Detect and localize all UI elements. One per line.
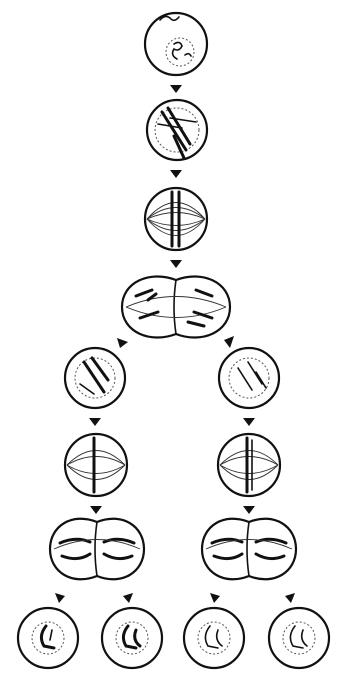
arrow-down-icon [170, 260, 182, 268]
metaphase-ii-cell-left [65, 434, 127, 496]
arrow-down-right-icon [123, 593, 133, 603]
prophase-ii-cell-right [219, 348, 279, 408]
interphase-cell [145, 13, 207, 75]
gamete-cell-3 [184, 608, 244, 668]
arrow-down-right-icon [285, 593, 295, 603]
arrow-down-icon [170, 85, 182, 93]
gamete-cell-2 [102, 608, 162, 668]
gamete-cell-4 [269, 608, 329, 668]
arrow-down-icon [90, 506, 102, 514]
arrow-down-icon [170, 170, 182, 178]
prophase-i-cell [147, 100, 207, 160]
arrow-down-icon [243, 506, 255, 514]
arrow-down-left-icon [117, 338, 128, 348]
prophase-ii-cell-left [65, 348, 125, 408]
anaphase-telophase-ii-cell-left [50, 519, 144, 580]
anaphase-telophase-ii-cell-right [202, 519, 296, 580]
gamete-cell-1 [18, 608, 78, 668]
arrow-down-left-icon [55, 593, 65, 603]
arrow-down-left-icon [210, 593, 220, 603]
metaphase-i-cell [145, 188, 207, 250]
arrow-down-icon [89, 418, 101, 426]
anaphase-telophase-i-cell [122, 276, 230, 337]
metaphase-ii-cell-right [218, 434, 280, 496]
arrow-down-icon [243, 418, 255, 426]
arrow-down-right-icon [224, 336, 234, 348]
